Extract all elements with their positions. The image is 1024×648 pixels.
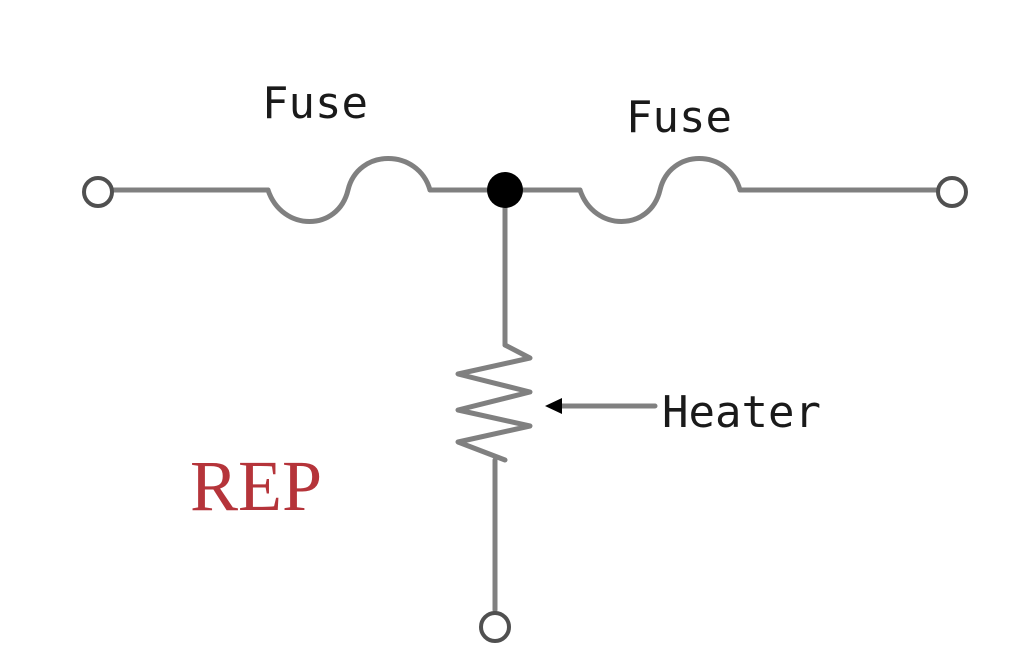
heater-label: Heater: [662, 387, 821, 438]
fuse-left-symbol: [265, 156, 433, 224]
fuse-left-label: Fuse: [262, 78, 368, 129]
heater-arrowhead: [545, 398, 562, 414]
heater-resistor-symbol: [455, 342, 533, 463]
device-label: REP: [190, 446, 322, 526]
left-terminal: [82, 176, 114, 208]
junction-dot: [487, 172, 523, 208]
bottom-terminal: [479, 611, 511, 643]
fuse-right-symbol: [577, 156, 743, 224]
right-terminal: [936, 176, 968, 208]
fuse-right-label: Fuse: [626, 92, 732, 143]
